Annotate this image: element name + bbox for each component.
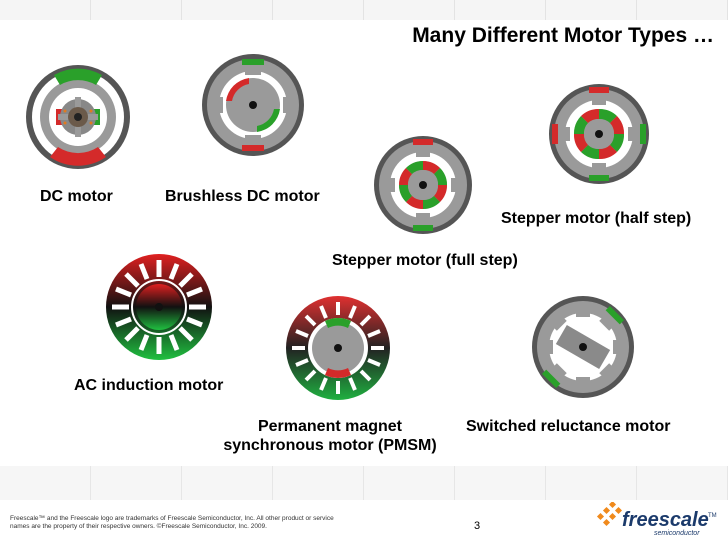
ac-induction-illustration <box>106 254 212 360</box>
stepper-half-illustration <box>549 84 649 184</box>
dc-motor-label: DC motor <box>40 188 113 205</box>
stepper-full-label: Stepper motor (full step) <box>332 252 518 269</box>
stepper-half-label: Stepper motor (half step) <box>501 210 692 227</box>
freescale-logo-mark-icon <box>596 502 622 527</box>
stepper-full-illustration <box>374 136 472 234</box>
srm-illustration <box>532 296 634 398</box>
logo-wordmark: freescale <box>622 509 709 531</box>
srm-label: Switched reluctance motor <box>466 418 671 435</box>
logo-trademark: TM <box>708 513 717 519</box>
slide-title: Many Different Motor Types … <box>412 24 714 47</box>
pmsm-illustration <box>286 296 390 400</box>
header-strip <box>0 0 728 20</box>
page-number: 3 <box>474 520 481 532</box>
footer-band <box>0 466 728 500</box>
logo-subtitle: semiconductor <box>654 530 700 537</box>
legal-notice: Freescale™ and the Freescale logo are tr… <box>10 515 334 530</box>
bldc-motor-label: Brushless DC motor <box>165 188 320 205</box>
bldc-motor-illustration <box>202 54 304 156</box>
pmsm-label-line2: synchronous motor (PMSM) <box>223 437 437 454</box>
ac-induction-label: AC induction motor <box>74 377 224 394</box>
pmsm-label-line1: Permanent magnet <box>257 418 403 435</box>
dc-motor-illustration <box>26 65 130 169</box>
freescale-logo: freescale TM semiconductor <box>596 500 722 540</box>
